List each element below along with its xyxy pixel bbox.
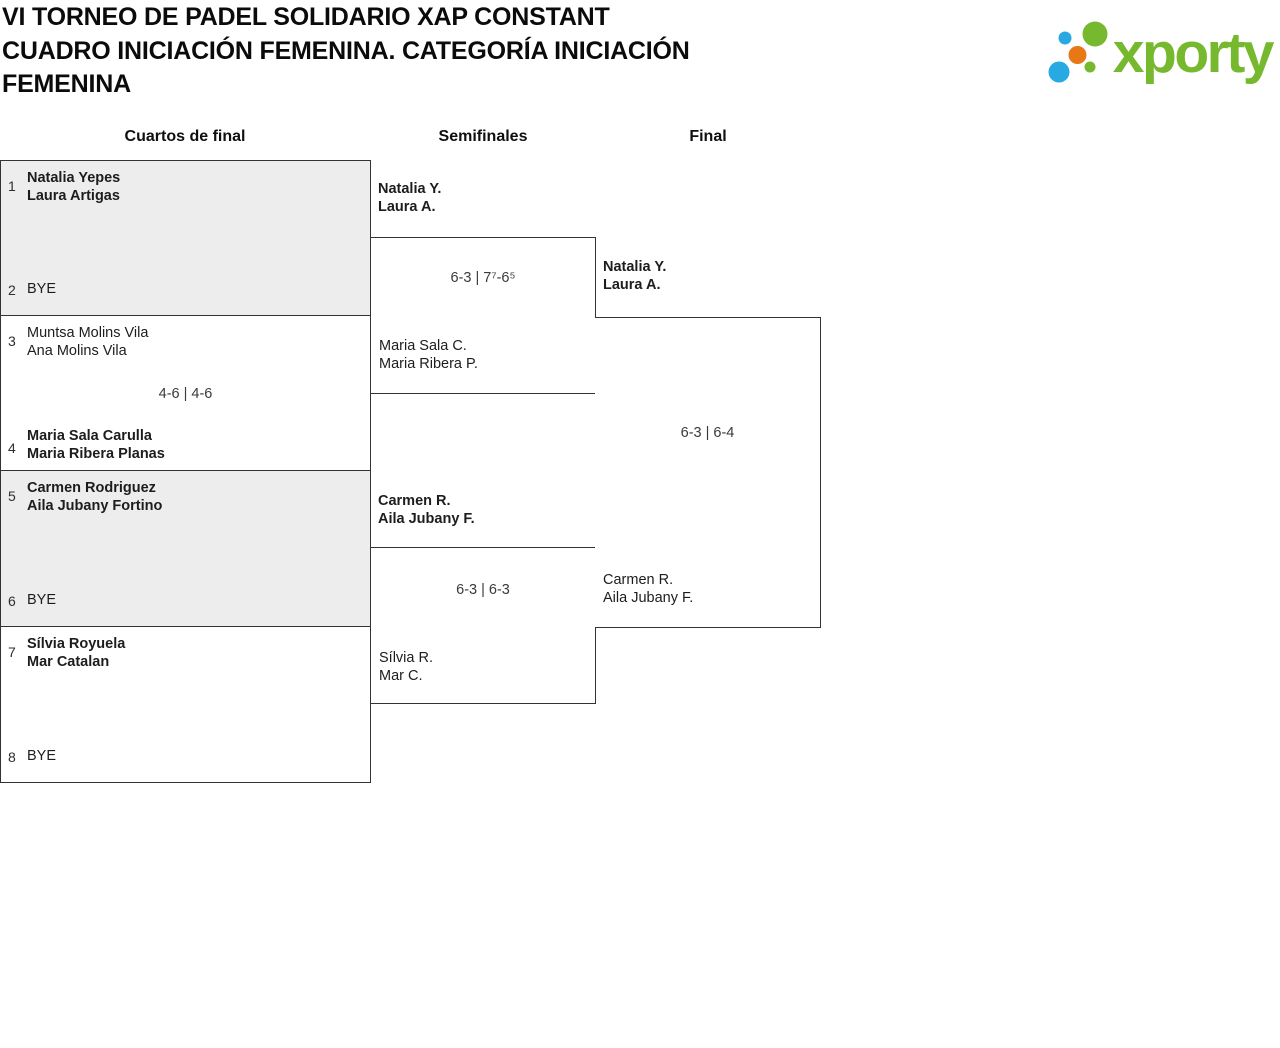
team-entry: Natalia Y. Laura A. <box>603 259 667 293</box>
logo-dot-small-blue <box>1058 31 1072 45</box>
match-box-qf3[interactable]: 5 Carmen Rodriguez Aila Jubany Fortino 6… <box>0 470 371 627</box>
xporty-logo[interactable]: xporty <box>1043 12 1275 104</box>
round-header-final: Final <box>689 128 727 145</box>
logo-dot-big-blue <box>1048 61 1070 83</box>
page-title: VI TORNEO DE PADEL SOLIDARIO XAP CONSTAN… <box>2 3 690 98</box>
team-entry: Maria Sala Carulla Maria Ribera Planas <box>27 428 165 462</box>
team-entry: Sílvia R. Mar C. <box>379 650 433 684</box>
bye-entry: BYE <box>27 281 57 297</box>
team-entry: Carmen Rodriguez Aila Jubany Fortino <box>27 480 163 514</box>
match-score: 6-3 | 6-3 <box>456 582 510 598</box>
bye-entry: BYE <box>27 748 57 764</box>
match-box-sf1[interactable]: 6-3 | 7⁷-6⁵ Maria Sala C. Maria Ribera P… <box>370 237 596 394</box>
logo-dot-big-green <box>1082 21 1108 47</box>
match-score: 4-6 | 4-6 <box>158 386 213 402</box>
match-score: 6-3 | 7⁷-6⁵ <box>450 270 516 286</box>
seed-number: 1 <box>8 178 16 194</box>
round-header-cuartos: Cuartos de final <box>124 128 246 145</box>
xporty-dots-icon <box>1048 21 1108 83</box>
team-entry: Natalia Y. Laura A. <box>378 181 442 215</box>
match-box-final[interactable]: 6-3 | 6-4 Carmen R. Aila Jubany F. <box>595 317 821 628</box>
team-entry: Natalia Yepes Laura Artigas <box>27 170 121 204</box>
seed-number: 6 <box>8 593 16 609</box>
seed-number: 5 <box>8 488 16 504</box>
team-entry: Carmen R. Aila Jubany F. <box>378 493 475 527</box>
bye-entry: BYE <box>27 592 57 608</box>
round-header-semifinales: Semifinales <box>438 128 528 145</box>
seed-number: 3 <box>8 333 16 349</box>
match-box-sf2[interactable]: 6-3 | 6-3 Sílvia R. Mar C. <box>370 547 596 704</box>
logo-dot-orange <box>1068 46 1087 64</box>
team-entry: Sílvia Royuela Mar Catalan <box>27 636 126 670</box>
seed-number: 4 <box>8 440 16 456</box>
team-entry: Maria Sala C. Maria Ribera P. <box>379 338 478 372</box>
match-box-qf2[interactable]: 3 Muntsa Molins Vila Ana Molins Vila 4-6… <box>0 315 371 471</box>
seed-number: 2 <box>8 282 16 298</box>
team-entry: Carmen R. Aila Jubany F. <box>603 572 694 606</box>
seed-number: 8 <box>8 749 16 765</box>
logo-dot-small-green <box>1084 61 1096 73</box>
match-box-qf4[interactable]: 7 Sílvia Royuela Mar Catalan 8 BYE <box>0 626 371 783</box>
seed-number: 7 <box>8 644 16 660</box>
team-entry: Muntsa Molins Vila Ana Molins Vila <box>27 325 149 359</box>
match-box-qf1[interactable]: 1 Natalia Yepes Laura Artigas 2 BYE <box>0 160 371 316</box>
xporty-logo-text: xporty <box>1112 21 1275 85</box>
match-score: 6-3 | 6-4 <box>680 425 735 441</box>
